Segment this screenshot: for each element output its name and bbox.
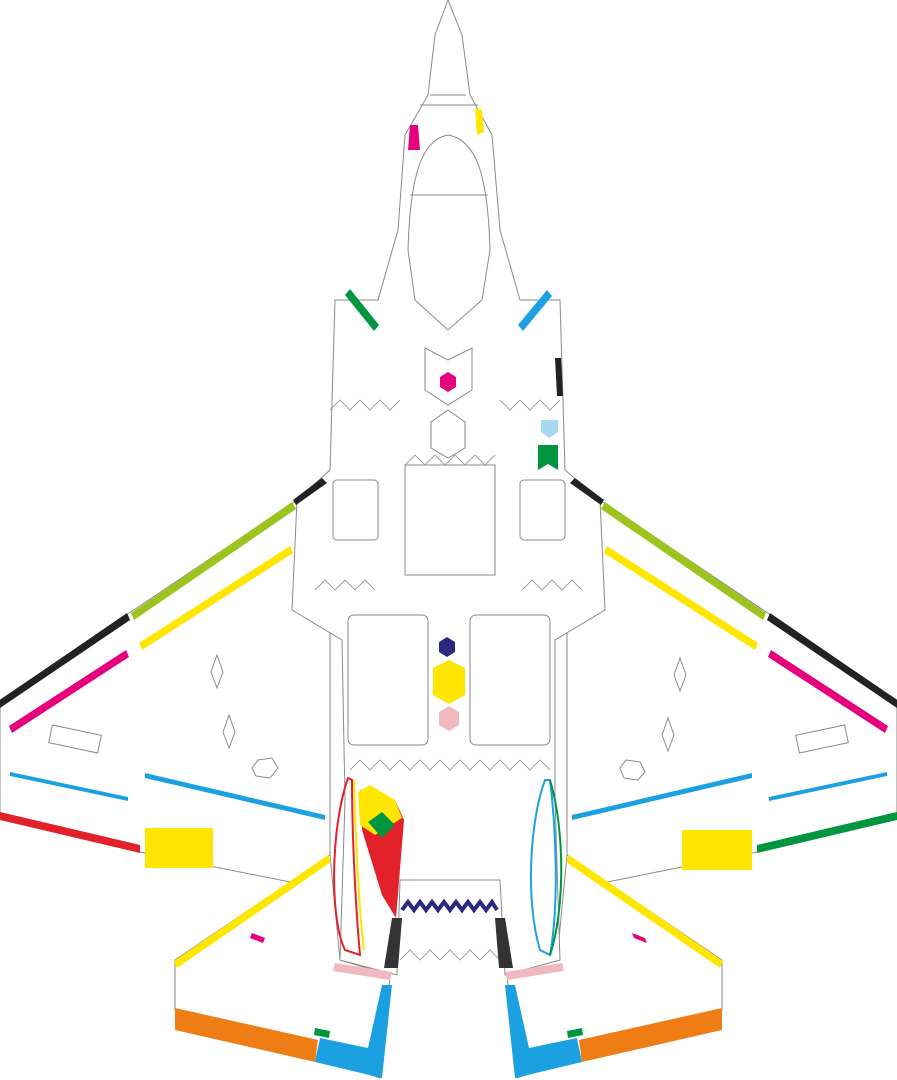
- left-diamond-2: [222, 713, 236, 750]
- left-hex-marker: [251, 757, 279, 779]
- mask-left-flap-blue-inner: [145, 773, 325, 820]
- mask-left-tail-blue: [315, 985, 392, 1078]
- mask-chevron-light-blue: [541, 420, 558, 438]
- mask-nose-yellow: [475, 108, 484, 135]
- left-diamond-1: [210, 653, 224, 690]
- weapons-bay-right: [469, 614, 551, 746]
- mask-left-tail-magenta: [250, 933, 265, 943]
- mask-hex-magenta: [440, 372, 456, 392]
- mask-left-nozzle-dark: [384, 918, 402, 968]
- canopy-outline: [407, 134, 491, 331]
- mask-hex-yellow: [433, 660, 465, 704]
- mask-right-pink-strip: [505, 963, 564, 980]
- mask-right-wing-black-root: [570, 478, 604, 505]
- mask-left-pink-strip: [333, 963, 392, 980]
- mask-left-wing-black-tip: [0, 613, 130, 708]
- mask-left-flap-blue-outer: [10, 772, 128, 801]
- mask-left-wing-lime: [131, 502, 296, 620]
- mask-probe-black: [555, 358, 563, 396]
- mask-hex-pink: [439, 706, 459, 731]
- mask-left-intake-green: [368, 812, 395, 838]
- mask-right-wing-yellow-block: [682, 830, 752, 870]
- mask-right-intake-green-outline: [549, 779, 563, 956]
- centre-bay: [404, 464, 496, 576]
- mask-intake-lip-right-blue: [518, 290, 552, 331]
- zigzag-line-6: [314, 579, 376, 591]
- right-wing-panel: [795, 724, 849, 754]
- mask-left-wing-magenta: [9, 650, 129, 733]
- mask-left-intake-red-outline: [333, 776, 362, 957]
- mask-right-tail-yellow: [566, 855, 723, 968]
- mask-right-wing-yellow: [604, 546, 758, 650]
- mask-left-tail-yellow: [174, 855, 331, 968]
- fuselage-outline: [291, 0, 606, 976]
- hex-emblem: [430, 409, 466, 459]
- masks: [0, 108, 897, 1078]
- mask-nose-magenta: [408, 125, 420, 150]
- mask-right-flap-blue-inner: [572, 773, 752, 820]
- right-diamond-2: [661, 716, 675, 753]
- nose-cone-line: [420, 94, 478, 106]
- mask-left-wing-yellow: [139, 546, 293, 650]
- panel-left: [332, 479, 379, 541]
- weapons-bay-left: [347, 614, 429, 746]
- zigzag-line-4: [349, 759, 551, 771]
- mask-left-wing-red: [0, 812, 140, 853]
- mask-intake-lip-left-green: [345, 289, 379, 331]
- right-hex-marker: [619, 759, 646, 781]
- zigzag-line-1: [329, 399, 401, 411]
- mask-chevron-green: [538, 445, 558, 470]
- mask-right-wing-green: [757, 812, 897, 853]
- mask-exhaust-navy-zigzag: [400, 898, 499, 914]
- mask-hex-navy: [439, 637, 455, 657]
- mask-right-wing-magenta: [768, 650, 888, 733]
- left-wing-panel: [48, 724, 102, 754]
- mask-right-tail-blue: [505, 985, 582, 1078]
- mask-right-flap-blue-outer: [769, 772, 887, 801]
- mask-left-tail-orange: [175, 1008, 318, 1062]
- mask-left-wing-yellow-block: [145, 828, 213, 868]
- mask-right-wing-lime: [601, 502, 766, 620]
- panel-right: [519, 479, 566, 541]
- mask-right-wing-black-tip: [767, 613, 897, 708]
- mask-left-tail-green: [314, 1028, 330, 1038]
- mask-left-intake-yellow-outline: [353, 779, 365, 951]
- zigzag-line-5: [399, 949, 501, 961]
- shield-emblem: [424, 347, 473, 406]
- zigzag-line-3: [404, 454, 496, 466]
- mask-right-tail-green: [567, 1028, 583, 1038]
- zigzag-line-2: [499, 399, 561, 411]
- mask-left-wing-black-root: [293, 478, 327, 505]
- mask-right-tail-orange: [579, 1008, 722, 1062]
- mask-right-tail-magenta: [632, 933, 647, 943]
- zigzag-line-7: [521, 579, 583, 591]
- right-diamond-1: [673, 656, 687, 693]
- mask-right-nozzle-dark: [495, 918, 513, 968]
